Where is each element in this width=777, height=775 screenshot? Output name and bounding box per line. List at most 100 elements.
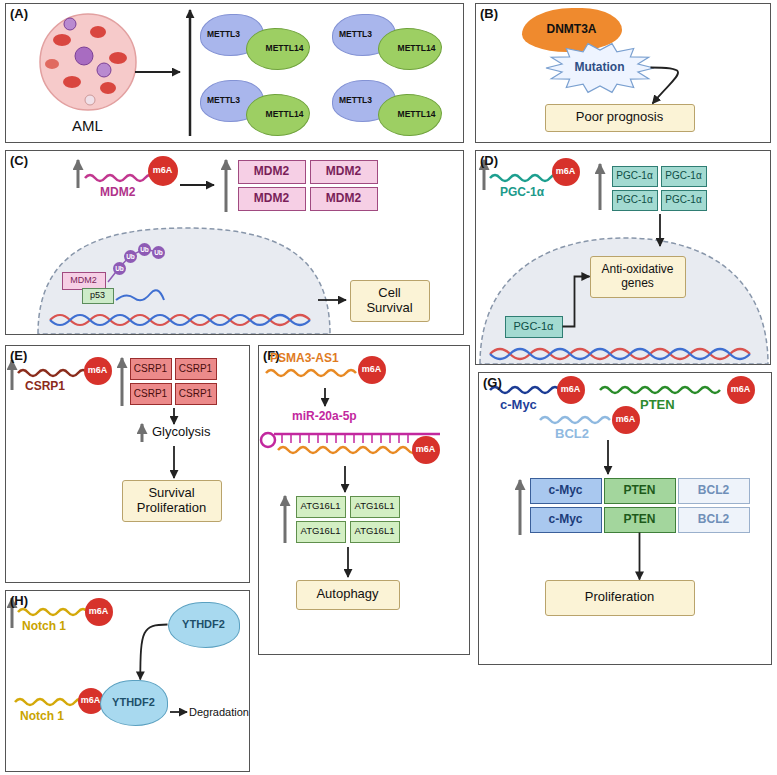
node-text: m6A: [616, 414, 636, 424]
node-text: c-Myc: [548, 484, 582, 498]
white-cell: [85, 95, 95, 105]
m6a-mark: m6A: [84, 357, 112, 385]
m6a-mark: m6A: [552, 158, 580, 186]
gene-label: PGC-1α: [500, 186, 544, 199]
node-text: ATG16L1: [355, 526, 395, 537]
increase-arrow: [11, 360, 14, 390]
mrna-strand: [18, 370, 88, 376]
node-text: MDM2: [254, 192, 289, 206]
node-text: METTL14: [266, 110, 304, 120]
protein-box: PTEN: [604, 478, 676, 504]
m6a-mark: m6A: [612, 406, 640, 434]
mirna-loop: [261, 433, 275, 447]
node-text: METTL14: [398, 110, 436, 120]
panel-frame: (B)DNMT3AMutationPoor prognosis: [475, 3, 771, 143]
node-text: ATG16L1: [301, 501, 341, 512]
gene-label: PSMA3-AS1: [270, 352, 339, 365]
base-pairs: [282, 434, 408, 443]
blast-cell: [64, 18, 76, 30]
nucleus: [480, 238, 768, 364]
node-text: BCL2: [698, 484, 729, 498]
gene-label: Notch 1: [22, 620, 66, 633]
ubiquitin-tag: Ub: [138, 243, 151, 256]
blast-cell: [75, 47, 93, 65]
mrna-strand: [18, 609, 88, 615]
increase-arrow: [77, 160, 80, 188]
outcome-box: Survival Proliferation: [122, 480, 222, 522]
protein-box: c-Myc: [530, 478, 602, 504]
protein-box: BCL2: [678, 507, 750, 533]
gene-label: MDM2: [100, 186, 135, 199]
protein-box: MDM2: [238, 187, 306, 211]
arrow: [659, 214, 661, 246]
panel-frame: (D)m6APGC-1αPGC-1αPGC-1αPGC-1αPGC-1αAnti…: [475, 150, 771, 365]
protein-box: ATG16L1: [350, 496, 400, 518]
node-text: m6A: [88, 365, 108, 375]
node-text: YTHDF2: [182, 618, 225, 631]
protein-box: CSRP1: [130, 358, 172, 380]
protein-blob: METTL14: [246, 28, 310, 70]
panel-frame: (H)m6AYTHDF2m6AYTHDF2: [5, 590, 250, 772]
panel-letter: (D): [480, 153, 498, 168]
node-text: ATG16L1: [301, 526, 341, 537]
panel-letter: (H): [10, 593, 28, 608]
red-cell: [100, 82, 116, 94]
node-text: PGC-1α: [616, 170, 652, 182]
connector-arrow: [651, 68, 679, 104]
mrna-strand: [540, 417, 610, 423]
mirna-strand: [274, 433, 440, 436]
protein-box: PGC-1α: [505, 316, 563, 338]
arrow: [180, 184, 214, 186]
arrow: [170, 711, 187, 713]
red-cell: [63, 76, 81, 88]
node-text: MDM2: [326, 165, 361, 179]
arrow: [324, 388, 326, 406]
node-text: MDM2: [254, 165, 289, 179]
node-text: PGC-1α: [616, 194, 652, 206]
increase-arrow: [121, 358, 124, 406]
m6a-mark: m6A: [358, 356, 386, 384]
node-text: m6A: [81, 695, 101, 705]
arrow: [347, 547, 349, 577]
node-text: m6A: [153, 165, 173, 175]
gene-label: AML: [72, 118, 103, 135]
arrow: [173, 446, 175, 478]
node-text: BCL2: [698, 513, 729, 527]
reader-protein: YTHDF2: [168, 602, 240, 648]
red-cell: [45, 59, 59, 69]
connector-arrow: [639, 533, 641, 580]
increase-arrow: [225, 160, 228, 212]
gene-label: PTEN: [640, 398, 675, 412]
protein-blob: METTL14: [378, 94, 442, 136]
node-text: CSRP1: [134, 388, 167, 400]
dna-strand: [490, 349, 750, 359]
node-text: p53: [90, 290, 105, 300]
dna-strand: [50, 315, 310, 325]
outcome-box: Anti-oxidative genes: [590, 256, 686, 298]
protein-box: MDM2: [238, 160, 306, 184]
node-text: METTL3: [207, 30, 240, 40]
arrow: [135, 71, 180, 73]
node-text: Mutation: [575, 61, 625, 75]
protein-box: PTEN: [604, 507, 676, 533]
outcome-box: Cell Survival: [350, 280, 430, 322]
gene-label: BCL2: [555, 427, 589, 441]
red-cell: [109, 52, 127, 64]
protein-blob: DNMT3A: [522, 8, 622, 52]
node-text: PGC-1α: [665, 170, 701, 182]
outcome-box: Autophagy: [296, 580, 400, 610]
node-text: YTHDF2: [112, 696, 155, 709]
protein-box: PGC-1α: [612, 166, 658, 187]
reader-protein: YTHDF2: [100, 680, 168, 726]
panel-letter: (C): [10, 153, 28, 168]
protein-box: CSRP1: [175, 383, 217, 405]
protein-box: PGC-1α: [661, 166, 707, 187]
mutation-burst: Mutation: [545, 42, 655, 94]
node-text: Proliferation: [585, 590, 654, 605]
panel-frame: (C)m6AMDM2MDM2MDM2MDM2MDM2p53Cell Surviv…: [5, 150, 464, 335]
ubiquitin-tag: Ub: [113, 262, 126, 275]
protein-blob: METTL14: [246, 94, 310, 136]
increase-arrow: [519, 480, 522, 535]
panel-frame: (F)m6Am6AATG16L1ATG16L1ATG16L1ATG16L1Aut…: [258, 345, 470, 655]
